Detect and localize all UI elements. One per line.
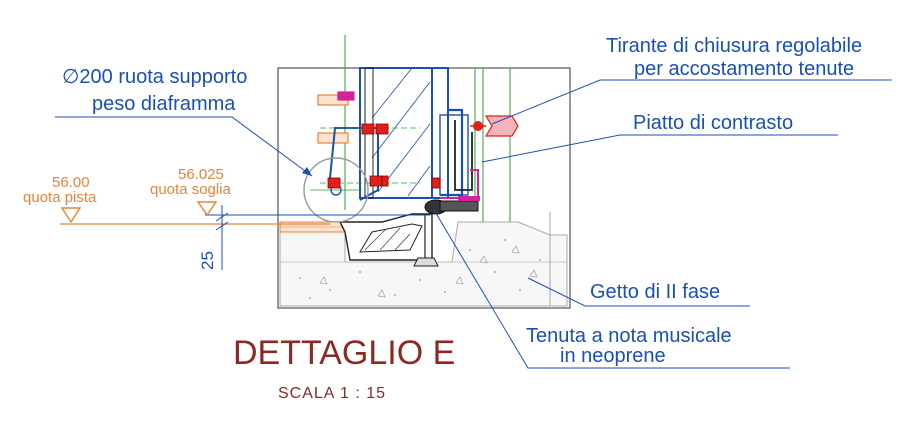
bolts xyxy=(327,123,441,189)
sill-level-name: quota soglia xyxy=(150,181,232,198)
dimension-line xyxy=(215,205,229,270)
leader-second-phase-cast xyxy=(527,277,750,307)
sill-profile xyxy=(338,213,439,267)
seal-label-line1: Tenuta a nota musicale xyxy=(526,325,732,347)
wheel-bracket xyxy=(317,91,355,144)
tie-rod-label-line2: per accostamento tenute xyxy=(634,58,854,80)
tie-rod xyxy=(470,115,519,137)
detail-scale: SCALA 1 : 15 xyxy=(278,385,386,402)
leader-wheel xyxy=(55,116,313,177)
sill-level-marker xyxy=(196,201,218,217)
detail-title: DETTAGLIO E xyxy=(233,334,455,372)
sill-level-value: 56.025 xyxy=(178,166,224,183)
leader-counter-plate xyxy=(481,134,838,163)
dimension-value: 25 xyxy=(198,251,217,270)
track-level-name: quota pista xyxy=(23,189,97,206)
leader-seal xyxy=(433,209,790,369)
track-level-marker xyxy=(60,207,82,224)
leader-tie-rod xyxy=(491,79,892,125)
second-phase-cast-label: Getto di II fase xyxy=(590,281,720,303)
seal-label-line2: in neoprene xyxy=(560,345,666,367)
counter-plate-label: Piatto di contrasto xyxy=(633,112,793,134)
tie-rod-label-line1: Tirante di chiusura regolabile xyxy=(606,35,862,57)
track-level-value: 56.00 xyxy=(52,174,90,191)
axis-lines xyxy=(344,35,511,222)
wheel xyxy=(303,157,369,223)
wheel-label-line1: ∅200 ruota supporto xyxy=(62,66,247,88)
wheel-label-line2: peso diaframma xyxy=(92,93,236,115)
